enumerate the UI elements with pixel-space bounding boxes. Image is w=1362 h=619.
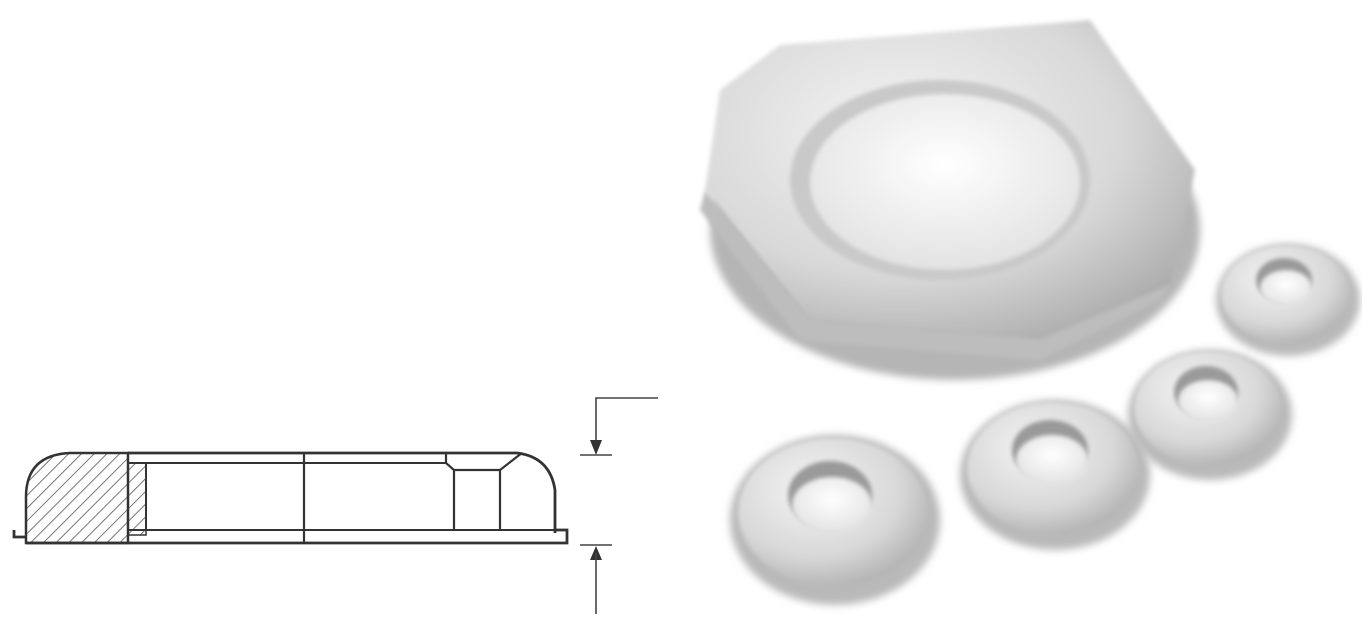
cross-section-svg (12, 397, 658, 614)
dimension-top-arrow (590, 440, 602, 455)
small-hex-nut (730, 435, 940, 605)
thread-section (127, 462, 147, 536)
large-hex-nut (700, 20, 1200, 380)
dimension-top-extension (595, 397, 658, 447)
cross-section-drawing (0, 0, 680, 619)
small-hex-nut (960, 400, 1150, 550)
small-hex-nut (1128, 350, 1292, 480)
hatched-section (24, 451, 130, 545)
locknuts-photo (680, 0, 1362, 619)
hex-face-section (444, 452, 523, 530)
small-hex-nut (1216, 244, 1360, 356)
flange-outline (12, 528, 569, 545)
locknuts-photo-svg (700, 20, 1360, 605)
nut-outline (128, 451, 557, 533)
